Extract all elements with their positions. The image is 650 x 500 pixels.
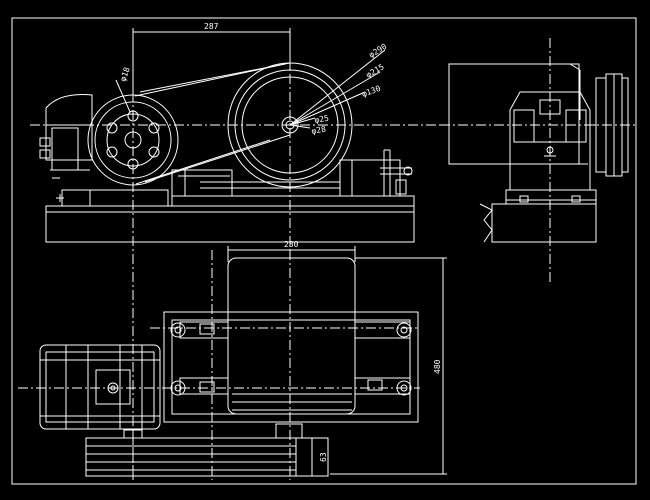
dimension-small-v: 63: [319, 452, 328, 462]
small-pulley: [87, 94, 179, 186]
dimension-width-plan: 230: [284, 240, 299, 249]
reducer-plan: [39, 344, 161, 430]
callout-diameter-25: φ25: [314, 114, 330, 125]
callout-diameter-28: φ28: [311, 125, 327, 136]
dimension-height-plan: 480: [433, 359, 442, 374]
drawing-frame: [11, 17, 637, 485]
plan-view: [18, 246, 447, 480]
side-view: [440, 38, 636, 282]
front-view: [30, 28, 440, 480]
dimension-width-top: 287: [204, 22, 219, 31]
